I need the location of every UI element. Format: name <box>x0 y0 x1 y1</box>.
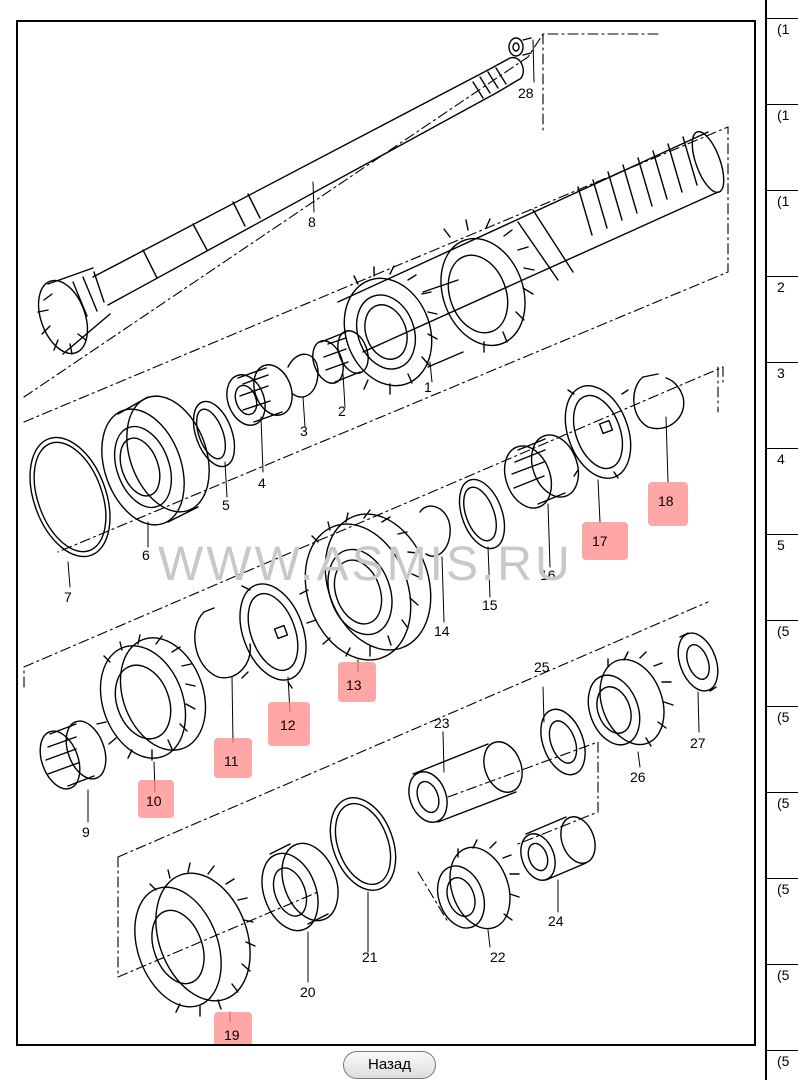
side-row[interactable]: (5 <box>767 964 798 1051</box>
callout-27: 27 <box>690 735 706 751</box>
highlight-10 <box>138 780 174 818</box>
snap-ring-14 <box>419 505 451 557</box>
synchro-ring-12 <box>239 583 309 689</box>
back-button[interactable]: Назад <box>343 1051 436 1079</box>
callout-24: 24 <box>548 913 564 929</box>
sleeve-24 <box>520 816 596 881</box>
parts-diagram: 1 2 3 4 5 6 7 8 9 10 11 12 13 14 15 16 1… <box>16 20 756 1046</box>
side-row[interactable]: (1 <box>767 190 798 277</box>
callout-15: 15 <box>482 597 498 613</box>
ring-27 <box>677 632 719 692</box>
circlip-18 <box>633 376 685 430</box>
callout-26: 26 <box>630 769 646 785</box>
gear-10 <box>96 634 207 761</box>
leader-lines <box>67 39 700 1023</box>
callout-18: 18 <box>658 493 674 509</box>
circlip-11 <box>194 611 252 679</box>
callout-6: 6 <box>142 547 150 563</box>
highlight-11 <box>214 738 252 778</box>
side-row[interactable]: 2 <box>767 276 798 363</box>
callout-13: 13 <box>346 677 362 693</box>
needle-bearing-9 <box>39 720 107 790</box>
highlight-13 <box>338 662 376 702</box>
callout-labels: 1 2 3 4 5 6 7 8 9 10 11 12 13 14 15 16 1… <box>64 85 706 1043</box>
callout-17: 17 <box>592 533 608 549</box>
callout-4: 4 <box>258 475 266 491</box>
callout-8: 8 <box>308 214 316 230</box>
callout-25: 25 <box>534 659 550 675</box>
gear-22 <box>436 839 520 930</box>
callout-20: 20 <box>300 984 316 1000</box>
ring-15 <box>458 478 506 550</box>
ring-5 <box>192 400 236 468</box>
side-row[interactable]: (5 <box>767 620 798 707</box>
callout-14: 14 <box>434 623 450 639</box>
side-row-header <box>767 0 798 18</box>
callout-19: 19 <box>224 1027 240 1043</box>
side-row[interactable]: (1 <box>767 18 798 105</box>
highlight-17 <box>582 522 628 560</box>
needle-bearing-2 <box>312 330 369 384</box>
callout-2: 2 <box>338 403 346 419</box>
callout-highlights <box>138 482 688 1044</box>
ring-21 <box>329 797 397 891</box>
callout-11: 11 <box>224 753 239 769</box>
sleeve-23 <box>408 741 523 823</box>
side-row[interactable]: (5 <box>767 1050 798 1081</box>
side-row[interactable]: 4 <box>767 448 798 535</box>
callout-22: 22 <box>490 949 506 965</box>
side-row[interactable]: (5 <box>767 706 798 793</box>
highlight-12 <box>268 702 310 746</box>
callout-5: 5 <box>222 497 230 513</box>
gear-1 <box>343 265 464 395</box>
gear-19 <box>134 862 256 1017</box>
highlight-19 <box>214 1012 252 1044</box>
side-row[interactable]: (1 <box>767 104 798 191</box>
snap-ring-3 <box>287 353 319 398</box>
callout-1: 1 <box>424 379 432 395</box>
side-row[interactable]: (5 <box>767 792 798 879</box>
washer-25 <box>540 708 586 776</box>
main-shaft <box>337 130 725 353</box>
gear-13 <box>304 509 432 661</box>
callout-16: 16 <box>540 567 556 583</box>
callout-3: 3 <box>300 423 308 439</box>
needle-bearing-16 <box>503 434 580 509</box>
callout-21: 21 <box>362 949 378 965</box>
page-header <box>0 0 765 10</box>
bearing-4 <box>226 364 293 426</box>
side-row[interactable]: 3 <box>767 362 798 449</box>
callout-9: 9 <box>82 824 90 840</box>
callout-12: 12 <box>280 717 296 733</box>
callout-23: 23 <box>434 715 450 731</box>
callout-28: 28 <box>518 85 534 101</box>
gear-26 <box>587 651 674 747</box>
ball-bearing-6 <box>101 395 210 526</box>
synchro-ring-17 <box>564 385 632 479</box>
highlight-18 <box>648 482 688 526</box>
pinion-shaft-8 <box>37 37 532 355</box>
parts-side-table: (1 (1 (1 2 3 4 5 (5 (5 (5 (5 (5 (5 <box>765 0 798 1080</box>
exploded-view-drawing: 1 2 3 4 5 6 7 8 9 10 11 12 13 14 15 16 1… <box>23 33 729 1044</box>
side-row[interactable]: 5 <box>767 534 798 621</box>
side-row[interactable]: (5 <box>767 878 798 965</box>
callout-10: 10 <box>146 793 162 809</box>
large-ring-7 <box>29 436 111 558</box>
callout-7: 7 <box>64 589 72 605</box>
group-outline-lines <box>23 33 729 978</box>
hub-20 <box>261 842 339 932</box>
